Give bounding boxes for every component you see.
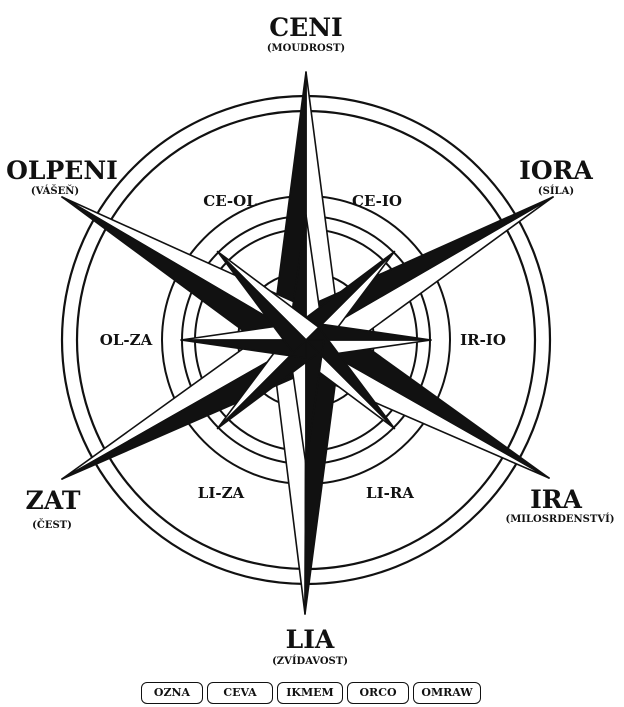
title-lia: LIA: [286, 625, 335, 654]
label-li-ra: LI-RA: [366, 484, 414, 502]
tab-omraw[interactable]: OMRAW: [413, 682, 481, 704]
title-ceni: CENI: [269, 13, 343, 42]
tab-ikmem[interactable]: IKMEM: [277, 682, 343, 704]
label-ce-ol: CE-OL: [203, 192, 257, 210]
small-star-points: [181, 215, 431, 465]
label-ce-io: CE-IO: [352, 192, 402, 210]
tab-ceva[interactable]: CEVA: [207, 682, 273, 704]
tab-ozna[interactable]: OZNA: [141, 682, 203, 704]
title-zat: ZAT: [26, 486, 81, 515]
subtitle-vasen: (VÁŠEŇ): [31, 185, 79, 197]
bottom-tab-bar: OZNA CEVA IKMEM ORCO OMRAW: [141, 682, 481, 706]
title-olpeni: OLPENI: [6, 156, 118, 185]
subtitle-moudrost: (MOUDROST): [267, 43, 345, 54]
title-ira: IRA: [530, 485, 582, 514]
subtitle-cest: (ČEST): [32, 519, 72, 531]
label-ol-za: OL-ZA: [100, 331, 153, 349]
subtitle-zvidavost: (ZVÍDAVOST): [272, 655, 348, 667]
label-li-za: LI-ZA: [198, 484, 245, 502]
subtitle-milosrdenstvi: (MILOSRDENSTVÍ): [505, 513, 614, 525]
title-iora: IORA: [519, 156, 593, 185]
tab-orco[interactable]: ORCO: [347, 682, 409, 704]
subtitle-sila: (SÍLA): [538, 185, 574, 197]
label-ir-io: IR-IO: [460, 331, 506, 349]
